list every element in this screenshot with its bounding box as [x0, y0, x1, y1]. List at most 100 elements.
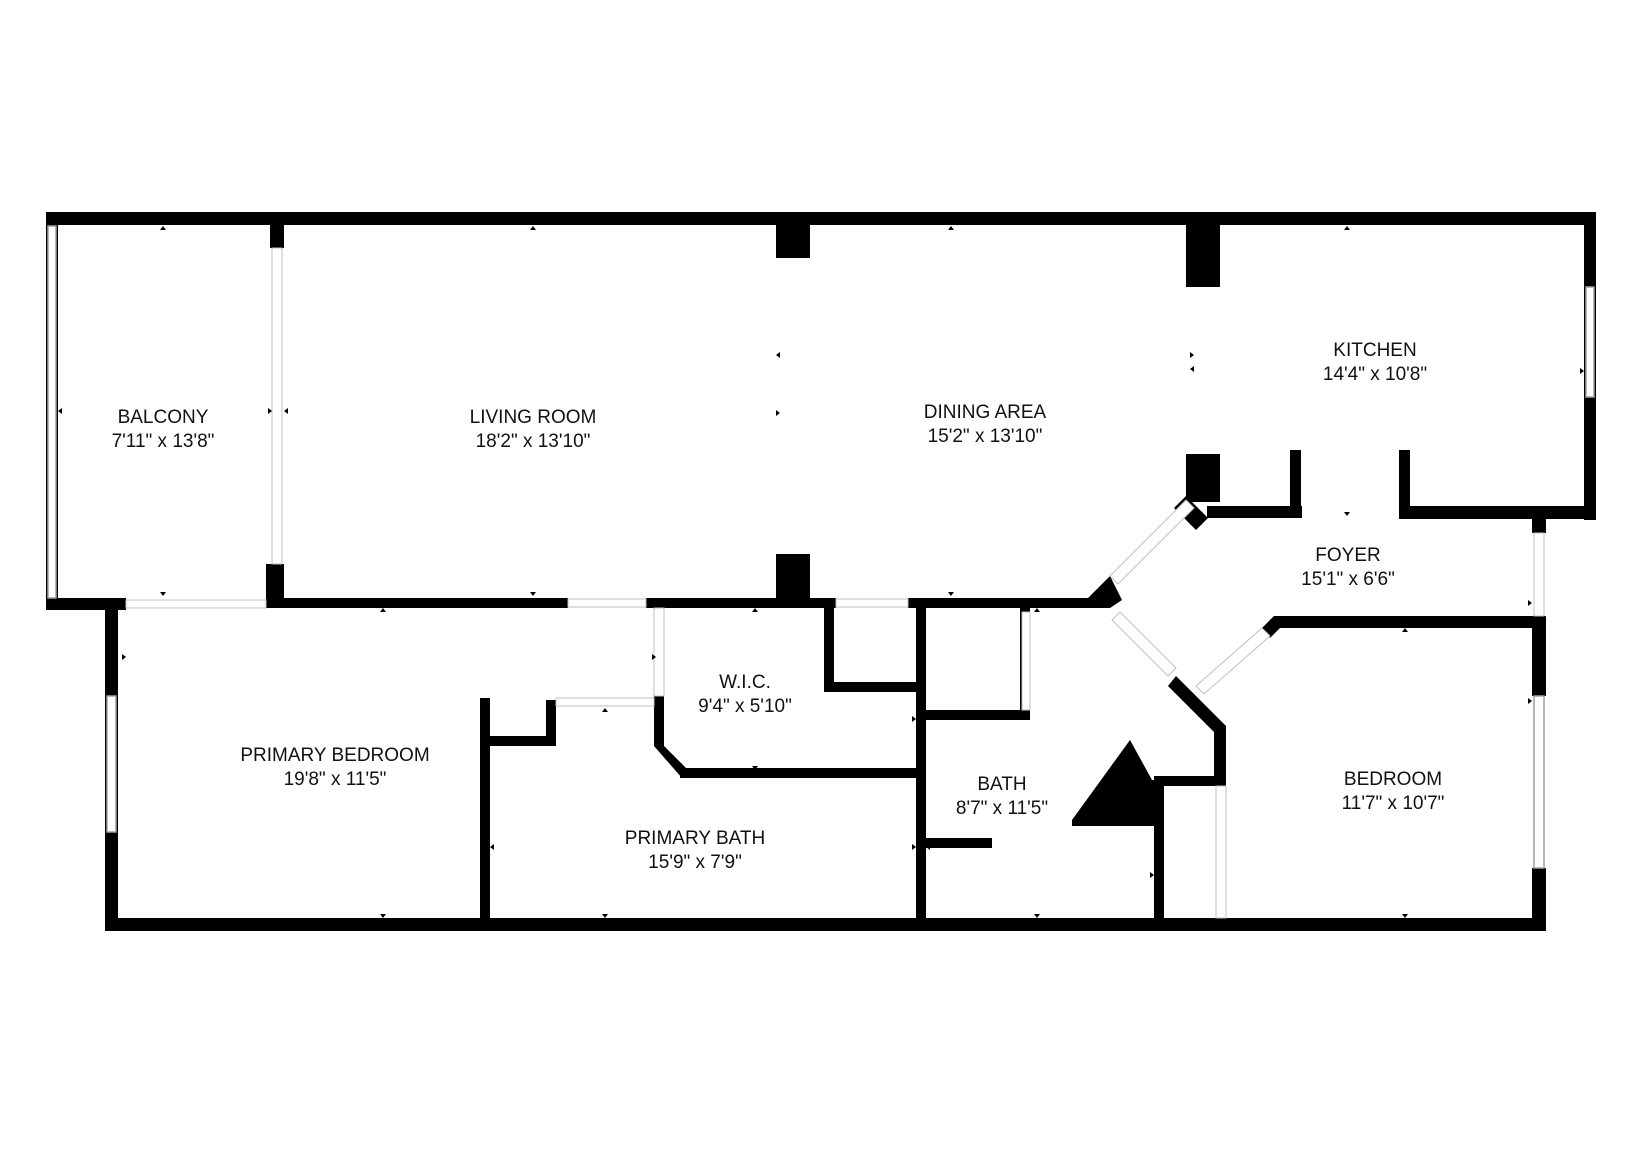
room-size: 9'4" x 5'10" [698, 696, 792, 717]
tick [58, 408, 62, 414]
room-label-primary-bath: PRIMARY BATH 15'9" x 7'9" [625, 827, 765, 875]
tick [948, 226, 954, 230]
room-name: BEDROOM [1343, 769, 1443, 790]
tick [1528, 600, 1532, 606]
wall-kitchen-bottom-right [1399, 506, 1596, 519]
tick [122, 654, 126, 660]
wall-primary-bath-right [916, 606, 926, 922]
dimension-ticks [58, 226, 1584, 918]
tick [912, 716, 916, 722]
tick [1190, 352, 1194, 358]
room-label-bedroom: BEDROOM 11'7" x 10'7" [1342, 768, 1445, 816]
opening-foyer-diagonal-top [1109, 499, 1195, 585]
tick [380, 914, 386, 918]
tick [1402, 914, 1408, 918]
opening-bath-bedroom [1215, 785, 1227, 919]
windows [47, 225, 1595, 869]
wall-wic-shelf [824, 682, 920, 692]
wall-primary-bath-top-left [480, 736, 554, 746]
tick [776, 352, 780, 358]
room-size: 7'11" x 13'8" [111, 431, 215, 452]
opening-entry-door [1533, 532, 1545, 617]
room-name: BALCONY [117, 407, 209, 428]
tick [1344, 512, 1350, 516]
tick [160, 226, 166, 230]
room-name: PRIMARY BATH [624, 828, 766, 849]
room-size: 14'4" x 10'8" [1322, 364, 1428, 385]
tick [490, 844, 494, 850]
room-label-wic: W.I.C. 9'4" x 5'10" [698, 671, 792, 719]
tick [1528, 698, 1532, 704]
wall-bath-closet-bottom [926, 710, 1030, 720]
opening-wic-hall [653, 607, 665, 697]
tick [1190, 366, 1194, 372]
opening-foyer-diagonal-bath [1111, 611, 1177, 677]
tick [602, 708, 608, 712]
wall-wic-right-stub [824, 606, 834, 690]
tick [530, 226, 536, 230]
tick [926, 844, 930, 850]
room-name: BATH [977, 774, 1027, 795]
column-dining-bottom [1186, 454, 1220, 502]
wall-right-bedroom-lower [1532, 868, 1546, 930]
openings [125, 247, 1545, 919]
tick [776, 410, 780, 416]
wall-right-foyer-top [1532, 506, 1546, 533]
opening-primary-bath [555, 697, 655, 707]
wall-kitchen-stub-right [1399, 450, 1410, 518]
wall-living-bottom-right [908, 598, 1093, 608]
tick [1034, 914, 1040, 918]
window-bedroom [1533, 695, 1545, 869]
wall-bottom [105, 918, 1546, 931]
tick [752, 608, 758, 612]
wall-bath-right-upper [1154, 776, 1226, 786]
walls [46, 212, 1596, 931]
opening-foyer-bedroom [1195, 627, 1271, 695]
tick [948, 592, 954, 596]
tick [1344, 226, 1350, 230]
wall-right-bedroom [1532, 616, 1546, 696]
window-kitchen [1585, 286, 1595, 398]
wall-wic-bottom [680, 768, 920, 778]
bath-fixture-block [1072, 740, 1164, 826]
opening-balcony-divider [271, 247, 283, 565]
room-name: PRIMARY BEDROOM [240, 745, 430, 766]
window-balcony [47, 225, 57, 599]
room-label-bath: BATH 8'7" x 11'5" [956, 773, 1048, 821]
column-living-top [776, 220, 810, 258]
wall-primary-bath-left [480, 698, 490, 922]
tick [602, 914, 608, 918]
wall-wic-left [654, 696, 664, 746]
tick [912, 844, 916, 850]
wall-balcony-divider-top [270, 220, 284, 248]
tick [652, 654, 656, 660]
wall-foyer-diagonal-bath [1168, 676, 1226, 780]
room-size: 15'2" x 13'10" [927, 426, 1043, 447]
room-label-balcony: BALCONY 7'11" x 13'8" [112, 406, 215, 454]
opening-balcony-bedroom [125, 599, 267, 609]
room-label-kitchen: KITCHEN 14'4" x 10'8" [1323, 339, 1427, 387]
wall-bedroom-top-diagonal [1262, 616, 1546, 638]
room-size: 11'7" x 10'7" [1341, 793, 1445, 814]
wall-wic-diagonal [654, 746, 688, 778]
room-size: 8'7" x 11'5" [955, 798, 1049, 819]
tick [380, 608, 386, 612]
opening-living-wic [835, 598, 909, 608]
wall-foyer-corner-left [1088, 576, 1122, 608]
tick [530, 592, 536, 596]
tick [752, 766, 758, 770]
wall-balcony-divider-bottom [266, 564, 284, 608]
room-size: 19'8" x 11'5" [283, 769, 387, 790]
tick [1150, 872, 1154, 878]
room-size: 15'1" x 6'6" [1301, 569, 1395, 590]
wall-bath-right [1154, 778, 1164, 922]
opening-bath-closet [1021, 611, 1031, 711]
wall-bath-towel-bar [926, 838, 992, 848]
tick [160, 592, 166, 596]
room-label-dining-area: DINING AREA 15'2" x 13'10" [924, 401, 1046, 449]
room-name: W.I.C. [719, 672, 771, 693]
tick [268, 408, 272, 414]
room-name: FOYER [1315, 545, 1381, 566]
wall-balcony-bottom [46, 598, 126, 610]
